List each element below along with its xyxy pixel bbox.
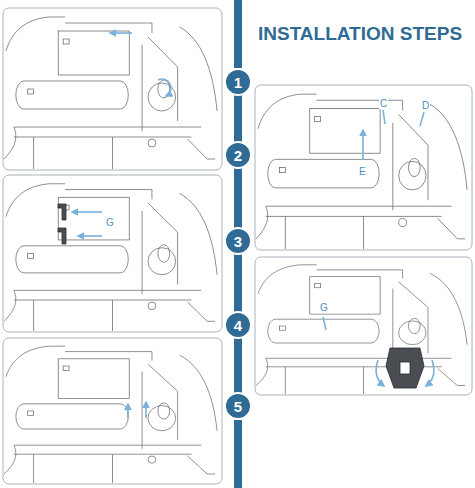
part-letter: G — [105, 217, 115, 228]
machine-drawings — [4, 346, 217, 483]
circle-fill — [225, 69, 251, 95]
machine-drawings — [4, 184, 217, 331]
machine-drawings — [256, 265, 467, 394]
step-number: 3 — [234, 234, 242, 249]
step-panels — [3, 8, 222, 170]
step-number: 4 — [234, 318, 242, 333]
step-number: 2 — [234, 148, 242, 163]
step-number-circle: 2 — [225, 142, 251, 168]
step-panels — [255, 257, 472, 395]
step-number-circle: 5 — [225, 393, 251, 419]
step-number-circle: 3 — [225, 228, 251, 254]
step-number-circle: 4 — [225, 312, 251, 338]
step-bar — [234, 338, 242, 393]
motion-arrows — [323, 317, 326, 330]
motion-arrows — [426, 360, 434, 386]
page-title: INSTALLATION STEPS — [258, 24, 462, 43]
blue-bar-ends — [234, 0, 242, 68]
machine-drawings — [4, 17, 217, 169]
step-panels — [255, 85, 472, 250]
motion-arrows — [383, 110, 385, 124]
motion-arrows — [420, 112, 424, 126]
bracket-parts — [400, 362, 410, 374]
step-number-circle: 1 — [225, 69, 251, 95]
motion-arrows — [376, 360, 384, 386]
part-letter: G — [319, 302, 329, 313]
part-letter: C — [379, 98, 388, 109]
step-bar — [234, 254, 242, 312]
machine-drawings — [4, 17, 467, 483]
motion-arrows — [158, 79, 171, 96]
step-panels — [3, 175, 222, 332]
circle-fill — [225, 312, 251, 338]
motion-arrows — [127, 404, 129, 418]
circle-fill — [225, 142, 251, 168]
step-bar — [234, 95, 242, 142]
part-letter: E — [358, 166, 367, 177]
step-bar — [234, 168, 242, 228]
motion-arrows — [78, 235, 102, 237]
step-number: 1 — [234, 75, 242, 90]
machine-drawings — [256, 94, 467, 249]
bracket-parts — [386, 348, 424, 388]
bracket-parts — [58, 204, 66, 220]
step-panels — [3, 8, 472, 484]
motion-arrows — [110, 32, 132, 34]
motion-arrows — [145, 402, 147, 418]
motion-arrows — [72, 33, 434, 418]
step-number: 5 — [234, 399, 242, 414]
motion-arrows — [72, 211, 102, 213]
step-panels — [3, 338, 222, 484]
blue-bar-ends — [234, 420, 242, 488]
motion-arrows — [362, 130, 364, 160]
part-letter: D — [421, 100, 430, 111]
circle-fill — [225, 393, 251, 419]
circle-fill — [225, 228, 251, 254]
bracket-parts — [58, 228, 66, 244]
